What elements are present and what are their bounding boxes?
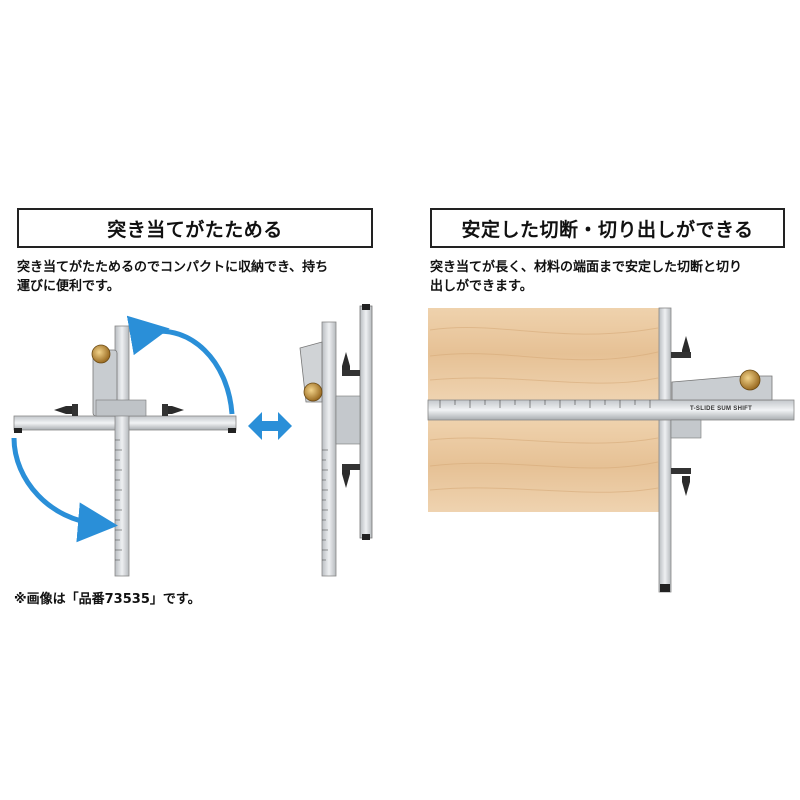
product-label: T-SLIDE SUM SHIFT [690,406,753,412]
left-panel-description: 突き当てがたためるのでコンパクトに収納でき、持ち 運びに便利です。 [17,258,387,296]
right-description-line-1: 突き当てが長く、材料の端面まで安定した切断と切り [430,260,743,275]
left-panel-title: 突き当てがたためる [17,208,373,248]
wood-board [428,308,660,512]
right-panel-title: 安定した切断・切り出しができる [430,208,785,248]
right-panel-description: 突き当てが長く、材料の端面まで安定した切断と切り 出しができます。 [430,258,800,296]
double-arrow-icon [248,412,292,440]
right-square-assembled [427,307,795,593]
right-description-line-2: 出しができます。 [430,279,533,294]
left-description-line-1: 突き当てがたためるのでコンパクトに収納でき、持ち [17,260,329,275]
left-description-line-2: 運びに便利です。 [17,279,120,294]
image-note: ※画像は「品番73535」です。 [14,592,201,607]
rotate-up-arrow-icon [126,315,235,415]
rotate-down-arrow-icon [11,437,118,543]
left-square-folded [299,304,373,577]
left-square-unfolded [13,325,237,577]
